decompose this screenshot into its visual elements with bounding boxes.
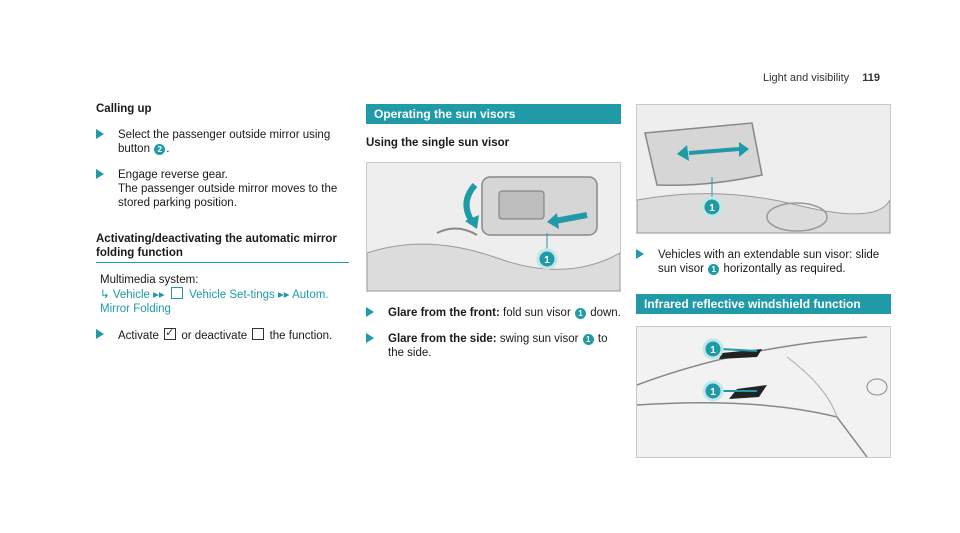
step-arrow-icon	[366, 333, 374, 343]
path-autom-mirror-folding[interactable]: Autom. Mirror Folding	[100, 289, 329, 315]
step-activate: Activate or deactivate the function.	[96, 326, 349, 343]
callout-1-icon: 1	[710, 387, 716, 398]
callout-1-icon: 1	[582, 334, 594, 345]
step-arrow-icon	[366, 307, 374, 317]
path-arrow-icon: ↳	[100, 289, 110, 301]
callout-1-icon: 1	[708, 264, 720, 275]
section-name: Light and visibility	[762, 72, 850, 84]
step-arrow-icon	[96, 329, 104, 339]
column-3: 1 Vehicles with an extendable sun visor:…	[636, 104, 891, 458]
section-title-mirror-folding: Activating/deactivating the automatic mi…	[96, 232, 349, 263]
page-number: 119	[862, 72, 880, 84]
callout-2-icon: 2	[154, 144, 166, 155]
callout-1-icon: 1	[710, 345, 716, 356]
path-vehicle-settings[interactable]: Vehicle Set-tings	[189, 289, 275, 301]
figure-windshield: 1 1	[636, 326, 891, 458]
callout-1-icon: 1	[709, 203, 715, 214]
car-settings-icon	[170, 287, 183, 299]
figure-extendable-visor: 1	[636, 104, 891, 234]
step-arrow-icon	[96, 129, 104, 139]
step-engage-reverse: Engage reverse gear. The passenger outsi…	[96, 168, 349, 210]
section-bar-sun-visors: Operating the sun visors	[366, 104, 621, 124]
step-glare-side: Glare from the side: swing sun visor 1 t…	[366, 332, 621, 360]
column-2: Operating the sun visors Using the singl…	[366, 104, 621, 372]
chevron-icon: ▸▸	[277, 289, 290, 301]
figure-sun-visor: 1	[366, 162, 621, 292]
callout-1-icon: 1	[574, 308, 586, 319]
checked-box-icon	[164, 326, 177, 340]
path-vehicle[interactable]: Vehicle	[112, 289, 150, 301]
step-arrow-icon	[636, 249, 644, 259]
step-select-mirror: Select the passenger outside mirror usin…	[96, 128, 349, 156]
step-arrow-icon	[96, 169, 104, 179]
chevron-icon: ▸▸	[153, 289, 165, 301]
section-bar-infrared: Infrared reflective windshield function	[636, 294, 891, 314]
step-extendable-visor: Vehicles with an extendable sun visor: s…	[636, 248, 891, 276]
heading-calling-up: Calling up	[96, 103, 152, 115]
page-header: Light and visibility 119	[763, 72, 880, 84]
sub-heading-single-visor: Using the single sun visor	[366, 137, 510, 149]
step-glare-front: Glare from the front: fold sun visor 1 d…	[366, 306, 621, 320]
unchecked-box-icon	[252, 328, 265, 340]
column-1: Calling up Select the passenger outside …	[96, 102, 349, 355]
callout-1-icon: 1	[544, 255, 550, 266]
menu-path: Multimedia system: ↳ Vehicle ▸▸ Vehicle …	[100, 274, 329, 315]
